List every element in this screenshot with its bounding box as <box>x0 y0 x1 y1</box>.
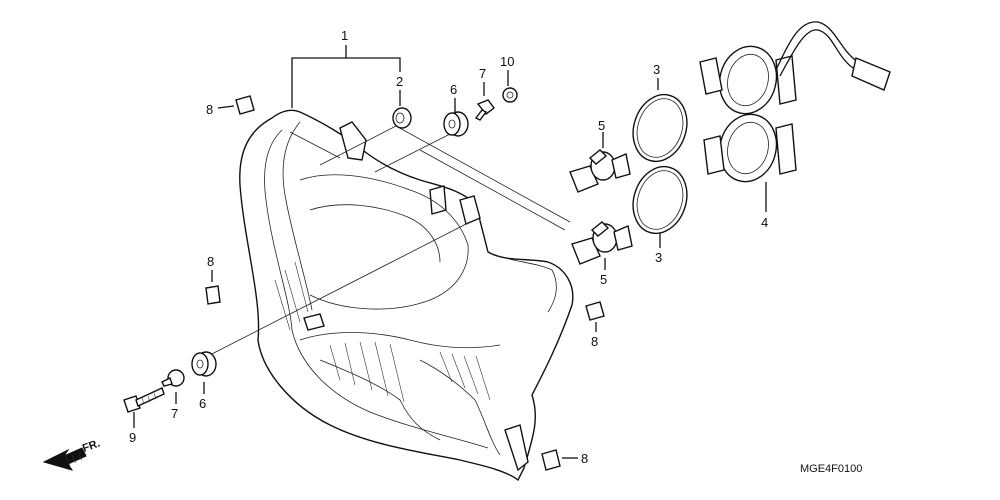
nut-10 <box>502 87 518 103</box>
diagram-code: MGE4F0100 <box>800 463 862 475</box>
front-direction-arrow: FR. <box>42 437 102 471</box>
callout-1: 1 <box>341 28 348 43</box>
callout-7-top: 7 <box>479 66 486 81</box>
clip-8-bottom <box>541 449 561 471</box>
socket-harness-4 <box>699 21 891 183</box>
callout-3-bottom: 3 <box>655 250 662 265</box>
callout-5-bottom: 5 <box>600 272 607 287</box>
callout-6-bottom: 6 <box>199 396 206 411</box>
grommet-6-bottom <box>191 351 217 377</box>
bolt-9 <box>123 387 165 413</box>
bulb-5-bottom <box>571 221 633 265</box>
o-ring-3-top <box>632 93 688 163</box>
callout-2: 2 <box>396 74 403 89</box>
collar-2 <box>392 107 412 129</box>
callout-7-bottom: 7 <box>171 406 178 421</box>
collar-7-bottom <box>161 369 185 387</box>
callout-5-top: 5 <box>598 118 605 133</box>
callout-8-bottom: 8 <box>581 451 588 466</box>
o-ring-3-bottom <box>632 165 688 235</box>
callout-6-top: 6 <box>450 82 457 97</box>
clip-8-top-left <box>235 95 255 115</box>
callout-10: 10 <box>500 54 514 69</box>
direction-label: FR. <box>81 437 102 454</box>
callout-9: 9 <box>129 430 136 445</box>
callout-8-left: 8 <box>207 254 214 269</box>
clip-8-left <box>205 285 221 305</box>
headlight-assembly <box>239 109 574 482</box>
grommet-6-top <box>443 111 469 137</box>
callout-8-right: 8 <box>591 334 598 349</box>
bolt-7-top <box>474 99 495 121</box>
callout-3-top: 3 <box>653 62 660 77</box>
callout-4: 4 <box>761 215 768 230</box>
clip-8-right <box>585 301 605 321</box>
hardware-parts <box>123 87 605 471</box>
callout-8-top-left: 8 <box>206 102 213 117</box>
leader-lines <box>133 45 767 459</box>
bulb-5-top <box>569 149 631 193</box>
callout-labels: 1 2 6 7 10 3 8 5 4 8 5 3 8 9 7 6 8 <box>129 28 768 466</box>
